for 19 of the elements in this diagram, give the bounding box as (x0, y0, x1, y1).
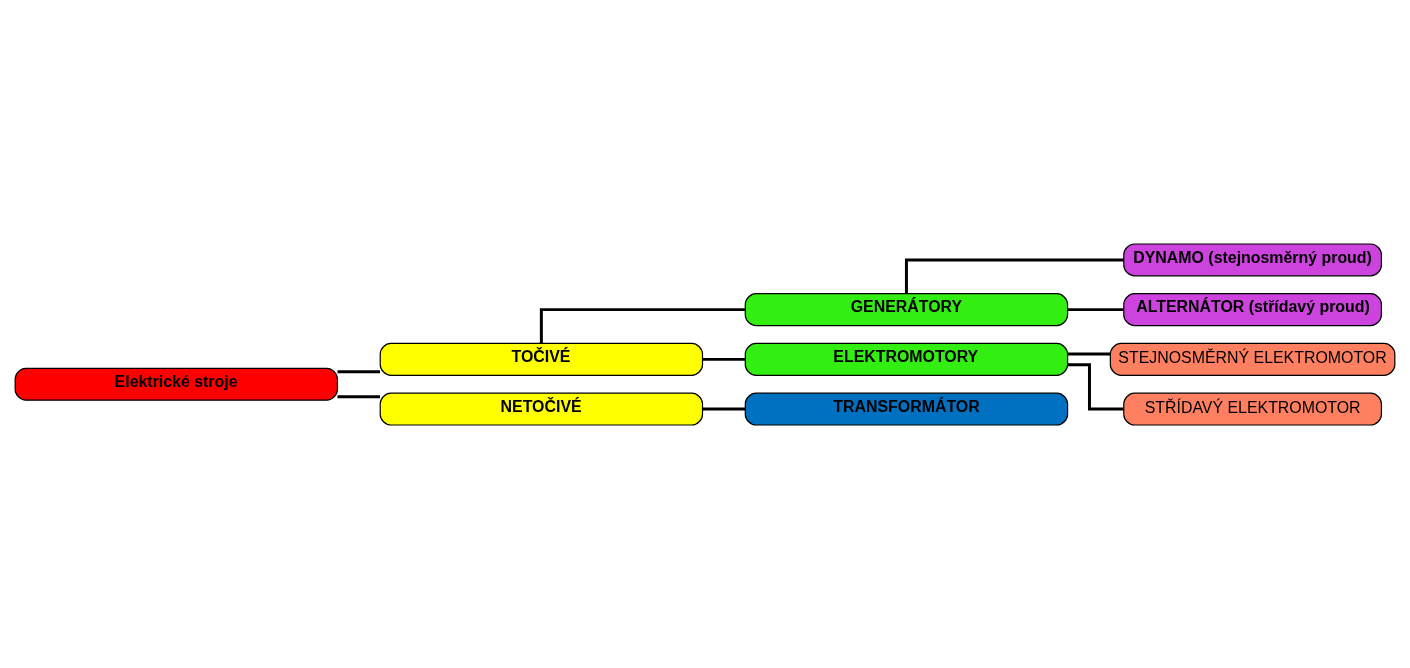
node-box: DYNAMO (stejnosměrný proud) (1123, 242, 1382, 276)
connector (1067, 362, 1124, 411)
connector (539, 307, 746, 343)
node-box: NETOČIVÉ (379, 392, 704, 426)
connector (1067, 352, 1111, 356)
node-box: STEJNOSMĚRNÝ ELEKTROMOTOR (1109, 342, 1396, 376)
node-box: TOČIVÉ (379, 342, 704, 376)
node-box: ELEKTROMOTORY (744, 342, 1069, 376)
node-box: Elektrické stroje (14, 367, 339, 401)
connector (337, 394, 381, 398)
connector (702, 407, 746, 411)
node-box: TRANSFORMÁTOR (744, 392, 1069, 426)
node-box: GENERÁTORY (744, 292, 1069, 326)
connector (337, 369, 381, 373)
node-box: ALTERNÁTOR (střídavý proud) (1123, 292, 1382, 326)
node-box: STŘÍDAVÝ ELEKTROMOTOR (1123, 392, 1382, 426)
connector (1067, 307, 1124, 311)
connector (904, 257, 1124, 294)
connector (702, 357, 746, 361)
